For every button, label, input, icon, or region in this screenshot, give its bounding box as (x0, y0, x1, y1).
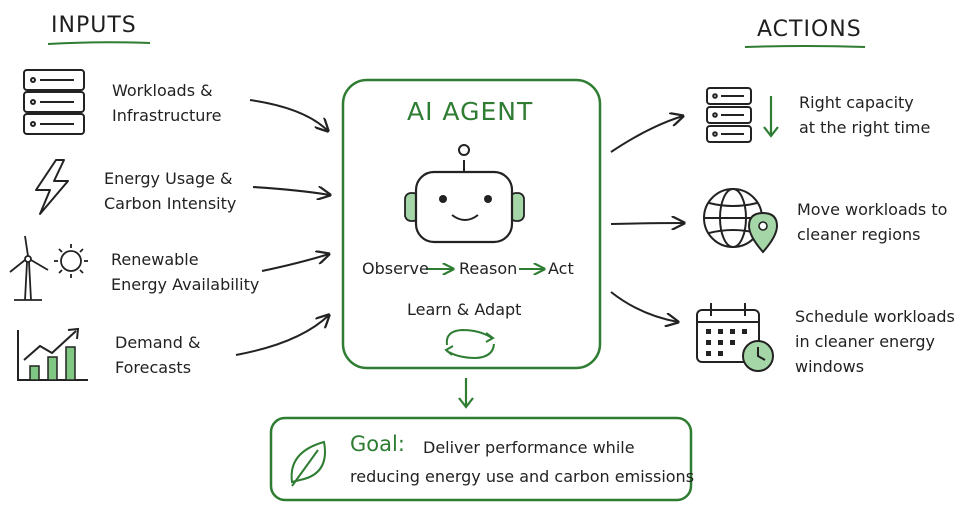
action-label-capacity: Right capacity at the right time (799, 90, 930, 140)
action-label-line: in cleaner energy (795, 332, 935, 351)
input-label-renewable: Renewable Energy Availability (111, 247, 259, 297)
arrow-schedule (610, 291, 678, 322)
action-label-line: Right capacity (799, 93, 914, 112)
input-label-line: Renewable (111, 250, 199, 269)
action-label-line: Schedule workloads (795, 307, 955, 326)
input-label-line: Energy Availability (111, 275, 260, 294)
wind-turbine-sun-icon (9, 235, 88, 301)
calendar-clock-icon (696, 303, 774, 372)
goal-line-1: Deliver performance while (423, 438, 635, 457)
goal-line-2: reducing energy use and carbon emissions (350, 467, 695, 486)
input-label-workloads: Workloads & Infrastructure (112, 78, 221, 128)
agent-box (341, 78, 602, 370)
action-label-line: cleaner regions (797, 225, 921, 244)
goal-box (269, 416, 693, 502)
action-label-line: Move workloads to (797, 200, 948, 219)
arrow-renewable (261, 254, 329, 272)
action-label-regions: Move workloads to cleaner regions (797, 197, 947, 247)
step-reason: Reason (459, 259, 518, 278)
inputs-underline (47, 41, 151, 45)
arrow-capacity (610, 116, 683, 153)
actions-underline (744, 45, 866, 48)
globe-location-icon (703, 188, 779, 254)
cycle-arrows-icon (444, 328, 495, 360)
actions-heading: ACTIONS (757, 17, 862, 42)
server-scale-down-icon (706, 87, 779, 143)
arrow-energy (252, 186, 330, 195)
input-label-line: Demand & (115, 333, 201, 352)
action-label-schedule: Schedule workloads in cleaner energy win… (795, 304, 955, 379)
step-observe: Observe (362, 259, 429, 278)
server-rack-icon (23, 69, 85, 135)
step-act: Act (548, 259, 574, 278)
input-label-line: Workloads & (112, 81, 213, 100)
input-label-line: Carbon Intensity (104, 194, 237, 213)
robot-icon (404, 144, 525, 244)
inputs-heading: INPUTS (51, 13, 137, 38)
lightning-bolt-icon (35, 159, 69, 215)
learn-adapt-label: Learn & Adapt (407, 300, 522, 319)
arrow-regions (610, 223, 684, 224)
action-label-line: windows (795, 357, 865, 376)
input-label-demand: Demand & Forecasts (115, 330, 200, 380)
leaf-icon (290, 440, 326, 487)
input-label-line: Infrastructure (112, 106, 222, 125)
input-label-line: Energy Usage & (104, 169, 233, 188)
arrow-demand (235, 315, 329, 356)
agent-title: AI AGENT (407, 97, 534, 126)
arrow-to-goal-head (458, 397, 474, 409)
bar-chart-trend-icon (17, 327, 88, 381)
input-label-line: Forecasts (115, 358, 192, 377)
arrow-workloads (249, 99, 328, 131)
goal-key: Goal: (350, 432, 405, 456)
input-label-energy: Energy Usage & Carbon Intensity (104, 166, 236, 216)
action-label-line: at the right time (799, 118, 931, 137)
